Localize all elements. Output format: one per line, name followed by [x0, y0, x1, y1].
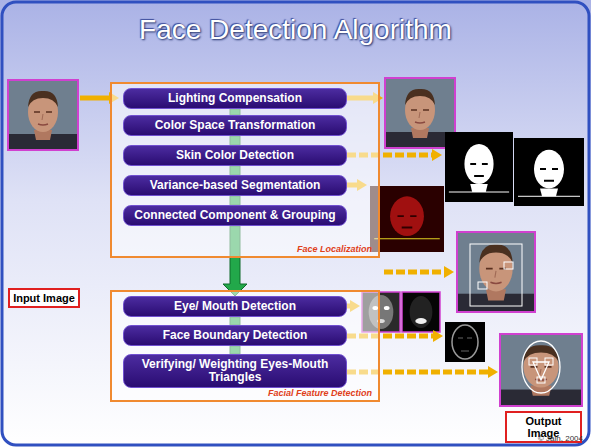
process-box: Verifying/ Weighting Eyes-Mouth Triangle… [123, 354, 347, 388]
photo-frame [402, 292, 440, 332]
process-box: Color Space Transformation [123, 115, 347, 136]
feature-box [504, 262, 513, 269]
variance-image [370, 186, 444, 252]
photo-frame [8, 80, 78, 150]
process-box: Lighting Compensation [123, 88, 347, 109]
process-box: Eye/ Mouth Detection [123, 296, 347, 317]
group-panel: Face Localization Lighting CompensationCo… [110, 82, 380, 258]
photo-frame [500, 334, 582, 406]
face-box [470, 244, 522, 306]
group-label: Face Localization [297, 244, 372, 254]
process-box: Variance-based Segmentation [123, 175, 347, 196]
mouth-map [402, 292, 440, 332]
box-label: Color Space Transformation [155, 119, 316, 132]
output-photo [500, 334, 582, 406]
box-label: Verifying/ Weighting Eyes-Mouth Triangle… [130, 358, 340, 384]
box-label: Input Image [13, 292, 75, 304]
process-box: Skin Color Detection [123, 145, 347, 166]
photo-frame [385, 78, 455, 148]
process-box: Connected Component & Grouping [123, 205, 347, 226]
box-label: Eye/ Mouth Detection [174, 300, 296, 313]
feature-box [529, 358, 537, 365]
feature-box [537, 377, 545, 383]
box-label: Skin Color Detection [176, 149, 294, 162]
compensated-photo [385, 78, 455, 148]
boundary-map [445, 322, 485, 362]
slide-title: Face Detection Algorithm [0, 14, 591, 46]
copyright-note: © Jain, 2004 [538, 434, 583, 443]
box-label: Face Boundary Detection [163, 329, 308, 342]
face-ellipse [522, 341, 560, 393]
box-label: Lighting Compensation [168, 92, 302, 105]
box-label: Variance-based Segmentation [150, 179, 321, 192]
feature-box [545, 358, 553, 365]
process-box: Face Boundary Detection [123, 325, 347, 346]
output-arrow [384, 270, 445, 275]
group-panel: Facial Feature Detection Eye/ Mouth Detec… [110, 290, 380, 402]
group-label: Facial Feature Detection [268, 388, 372, 398]
output-arrow [80, 96, 110, 101]
skin-mask [445, 132, 513, 202]
skin-mask [514, 138, 584, 206]
input-photo [8, 80, 78, 150]
localized-photo [457, 232, 535, 312]
photo-frame [457, 232, 535, 312]
box-label: Connected Component & Grouping [134, 209, 335, 222]
image-label: Input Image [8, 288, 80, 308]
feature-box [478, 282, 487, 289]
